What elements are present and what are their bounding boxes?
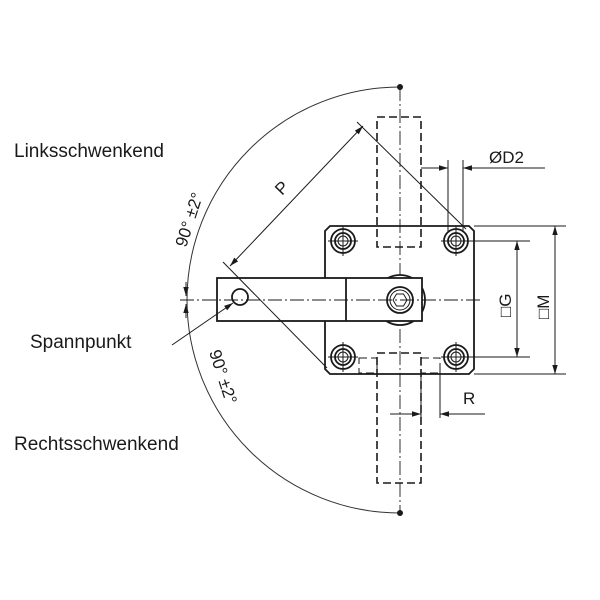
dimension-m-label: □M (534, 295, 553, 319)
mounting-hole-top-left (328, 226, 358, 256)
dimension-d2-label: ØD2 (489, 148, 524, 167)
hidden-slot-left (358, 357, 378, 374)
dimension-g-label: □G (496, 294, 515, 318)
mounting-hole-top-right (441, 226, 471, 256)
right-swing-label: Rechtsschwenkend (14, 434, 179, 455)
hex-socket-icon (392, 293, 408, 307)
dimension-r-label: R (463, 389, 475, 408)
p-extension-top (356, 121, 467, 230)
mounting-hole-bottom-right (441, 342, 471, 372)
left-swing-label: Linksschwenkend (14, 141, 164, 162)
p-dimension-line (229, 125, 364, 267)
hidden-slot-right (420, 357, 441, 374)
dimension-p-label: P (271, 177, 293, 198)
arm-position-top (376, 116, 422, 248)
angle-top-label: 90° ±2° (172, 190, 207, 249)
pivot-bolt-outer (386, 286, 414, 314)
clamp-point-leader (171, 302, 234, 346)
mounting-hole-bottom-left (328, 342, 358, 372)
arm-position-bottom (376, 352, 422, 484)
base-plate (324, 225, 475, 375)
p-extension-bottom (222, 261, 328, 369)
pivot-bolt-inner (389, 289, 411, 311)
clamp-point-hole (231, 288, 249, 306)
clamp-point-label: Spannpunkt (30, 332, 132, 353)
